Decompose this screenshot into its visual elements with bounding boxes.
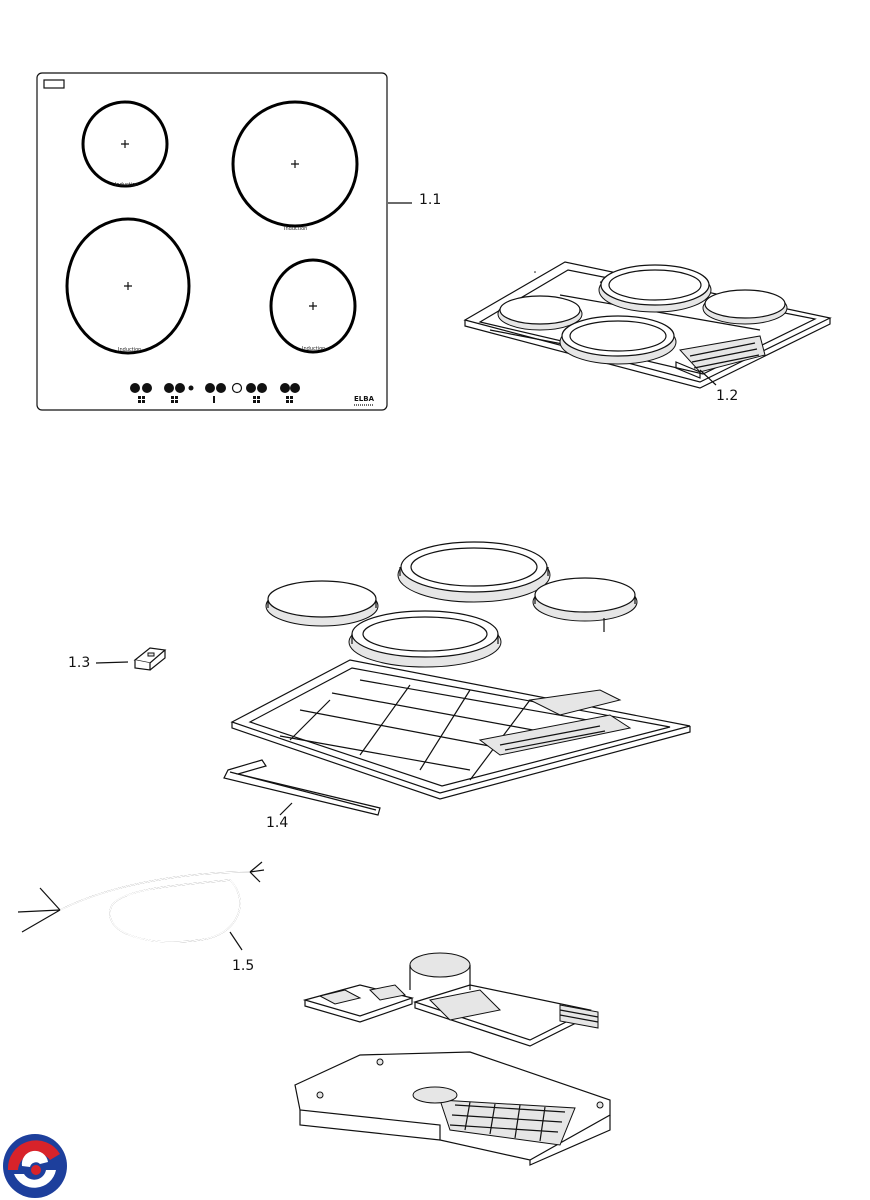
- certification-mark-icon: [43, 79, 65, 89]
- base-housing: [294, 1051, 611, 1166]
- brand-logo-icon: [3, 1134, 67, 1198]
- power-cable: [17, 861, 265, 951]
- gasket-strip: [223, 759, 381, 816]
- cooking-zone-front-right: [269, 258, 357, 354]
- chassis-plate: [230, 659, 691, 800]
- zone-label-4: Induction: [302, 346, 325, 352]
- cooking-zone-front-left: [65, 217, 191, 355]
- control-panel: [130, 382, 300, 403]
- zone-label-3: Induction: [118, 347, 141, 353]
- glass-cooktop-top-view: Induction Induction Induction Induction: [36, 72, 412, 411]
- cooking-zone-rear-right: [231, 100, 359, 228]
- zone-label-2: Induction: [284, 226, 307, 232]
- callout-1-3: 1.3: [68, 655, 91, 671]
- callout-1-5: 1.5: [232, 958, 255, 974]
- zone-label-1: Induction: [115, 182, 138, 188]
- callout-1-2: 1.2: [716, 388, 739, 404]
- induction-coils-exploded: [265, 541, 638, 668]
- electronic-boards: [302, 952, 599, 1047]
- cooking-zone-rear-left: [81, 100, 169, 188]
- brand-mark: ELBA: [354, 395, 375, 403]
- fixing-bracket: [95, 647, 167, 671]
- assembled-hob-isometric: [463, 261, 832, 389]
- callout-1-4: 1.4: [266, 815, 289, 831]
- callout-1-1: 1.1: [419, 192, 442, 208]
